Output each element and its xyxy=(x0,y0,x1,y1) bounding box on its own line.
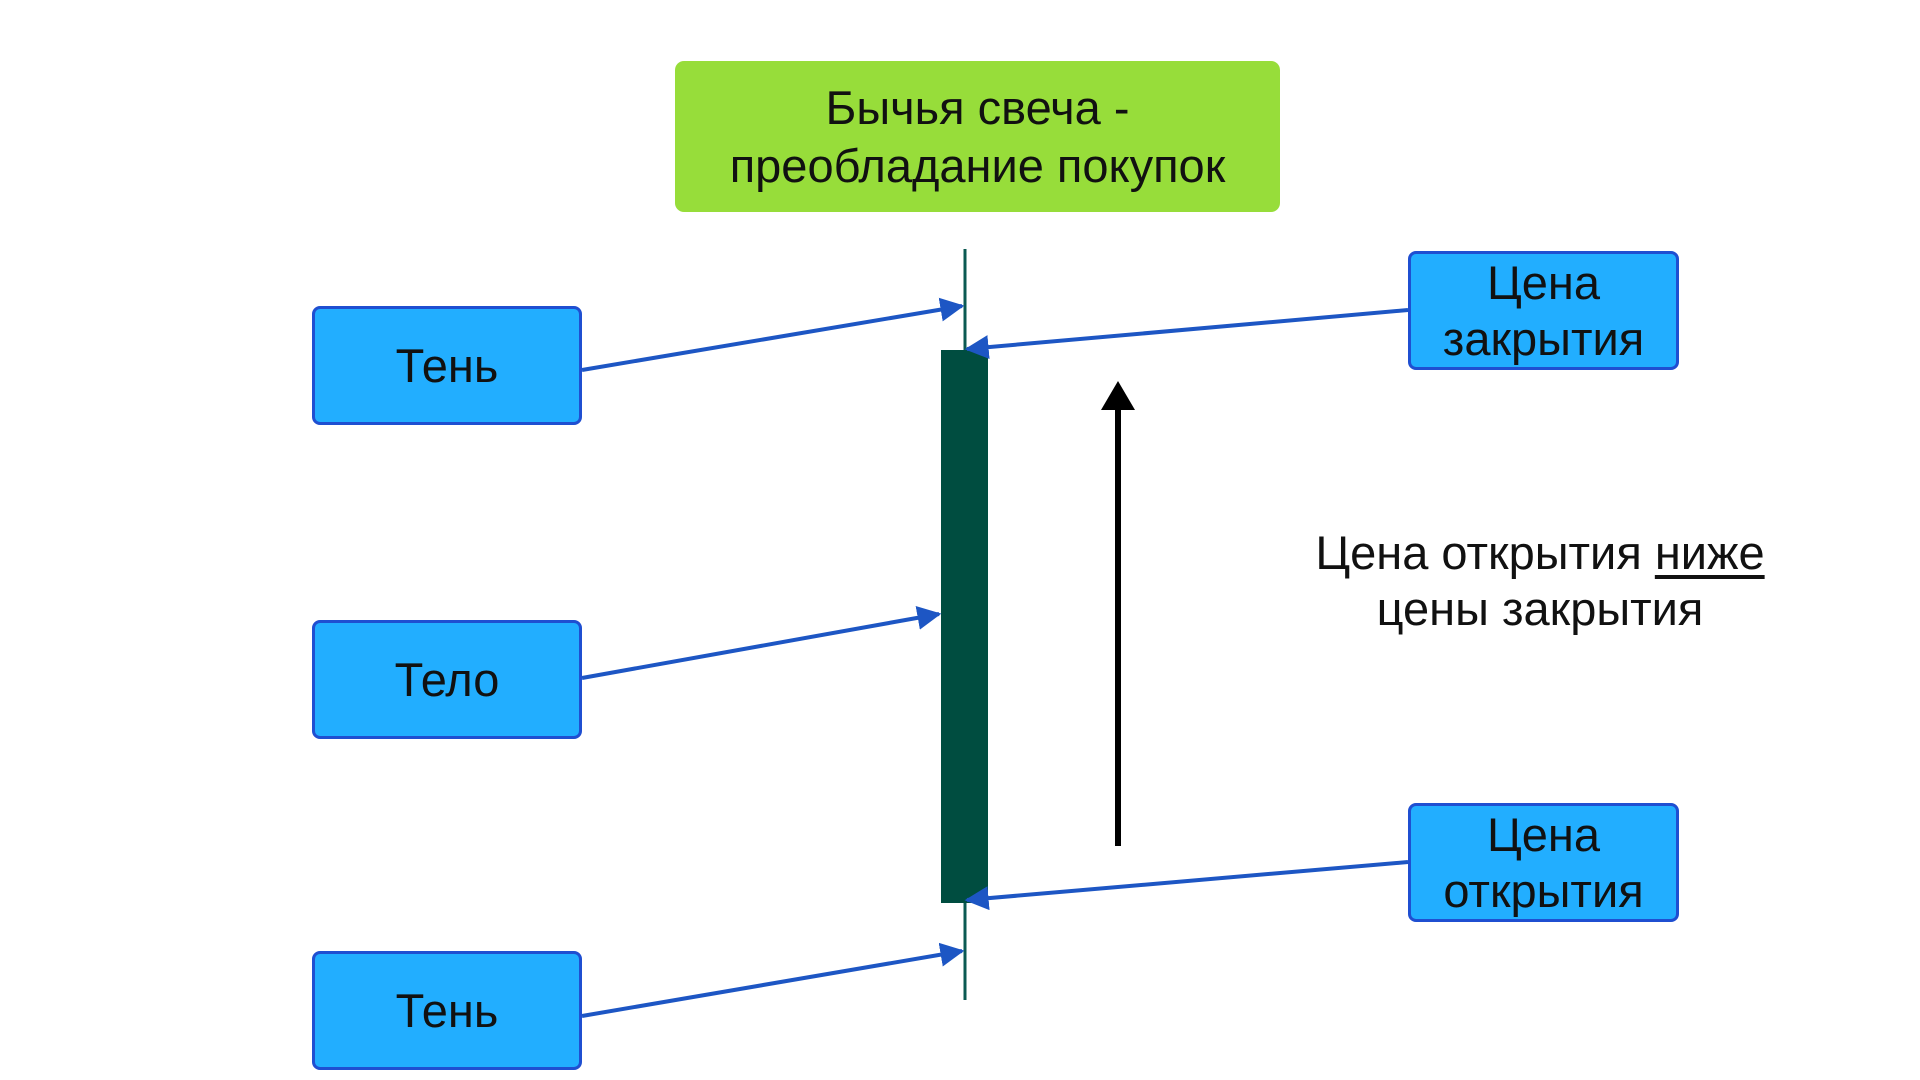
arrow-open-price xyxy=(964,860,1409,911)
title-line-2: преобладание покупок xyxy=(729,138,1226,192)
label-shadow-bottom-text: Тень xyxy=(395,983,499,1037)
arrow-shadow-bottom xyxy=(581,942,965,1018)
label-shadow-top-text: Тень xyxy=(395,338,499,392)
caption-underlined-word: ниже xyxy=(1654,526,1765,579)
label-open-price-line-1: Цена xyxy=(1486,807,1600,861)
label-body-text: Тело xyxy=(394,652,500,706)
arrow-close-price xyxy=(964,308,1409,360)
arrow-shadow-top xyxy=(581,297,965,372)
label-close-price: Цена закрытия xyxy=(1408,251,1679,370)
label-close-price-line-1: Цена xyxy=(1486,255,1600,309)
label-shadow-bottom: Тень xyxy=(312,951,582,1070)
caption-line-1: Цена открытия ниже xyxy=(1240,525,1840,581)
candle-body xyxy=(941,350,988,903)
title-box: Бычья свеча - преобладание покупок xyxy=(675,61,1280,212)
title-line-1: Бычья свеча - xyxy=(825,80,1130,134)
upward-arrow-head xyxy=(1101,381,1135,410)
label-shadow-top: Тень xyxy=(312,306,582,425)
label-body: Тело xyxy=(312,620,582,739)
caption-line-2: цены закрытия xyxy=(1376,582,1704,635)
label-open-price-line-2: открытия xyxy=(1443,863,1644,917)
label-close-price-line-2: закрытия xyxy=(1442,311,1645,365)
arrow-body xyxy=(581,605,942,680)
price-comparison-caption: Цена открытия ниже цены закрытия xyxy=(1240,525,1840,637)
caption-line-1-start: Цена открытия xyxy=(1315,526,1655,579)
label-open-price: Цена открытия xyxy=(1408,803,1679,922)
